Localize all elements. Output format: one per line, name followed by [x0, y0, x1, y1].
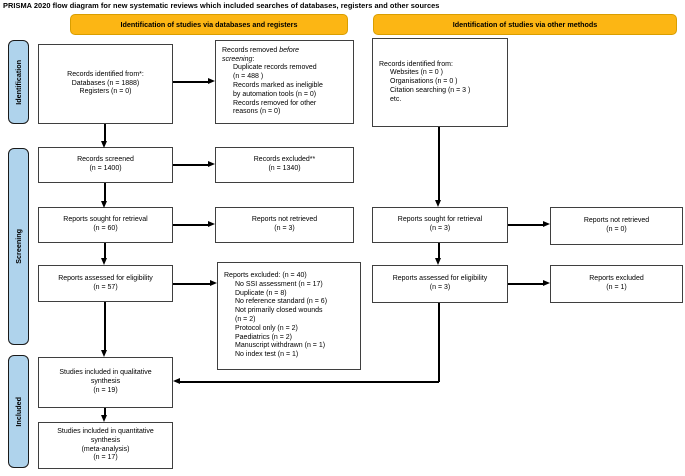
box-reports-assessed-databases-text: Reports assessed for eligibility (n = 57… [58, 274, 153, 291]
box-reports-not-retrieved-other-text: Reports not retrieved (n = 0) [583, 217, 650, 233]
arrow-assessed-to-excluded-reasons-line [173, 283, 210, 285]
list-item: Duplicate records removed (n = 488 ) [233, 64, 317, 81]
box-records-excluded-text: Records excluded** (n = 1340) [253, 156, 316, 172]
arrow-other-assessed-to-qualitative-hline [180, 381, 439, 383]
list-item: Organisations (n = 0 ) [390, 78, 458, 86]
box-studies-quantitative-text: Studies included in quantitative synthes… [57, 427, 154, 462]
box-reports-not-retrieved-databases: Reports not retrieved (n = 3) [215, 207, 354, 243]
box-studies-quantitative: Studies included in quantitative synthes… [38, 422, 173, 469]
box-reports-excluded-other: Reports excluded (n = 1) [550, 265, 683, 303]
list-item: No reference standard (n = 6) [235, 298, 328, 306]
arrow-assessed-to-qualitative-line [104, 302, 106, 351]
box-records-removed-intro: Records removed before screening: [222, 46, 300, 63]
arrow-qualitative-to-quantitative-head [101, 415, 107, 422]
header-databases-registers: Identification of studies via databases … [70, 14, 348, 35]
box-reports-assessed-other: Reports assessed for eligibility (n = 3) [372, 265, 508, 303]
box-records-removed: Records removed before screening: Duplic… [215, 40, 354, 124]
box-reports-sought-other: Reports sought for retrieval (n = 3) [372, 207, 508, 243]
box-reports-excluded-reasons: Reports excluded: (n = 40) No SSI assess… [217, 262, 361, 370]
box-records-screened-text: Records screened (n = 1400) [77, 156, 134, 172]
list-item: Duplicate (n = 8) [235, 289, 287, 297]
box-records-excluded: Records excluded** (n = 1340) [215, 147, 354, 183]
arrow-other-sought-to-not-retrieved-line [508, 224, 543, 226]
list-item: Websites (n = 0 ) [390, 69, 443, 77]
arrow-sought-to-not-retrieved-head [208, 221, 215, 227]
box-studies-qualitative: Studies included in qualitative synthesi… [38, 357, 173, 408]
arrow-identified-to-removed-head [208, 78, 215, 84]
box-reports-excluded-reasons-items: No SSI assessment (n = 17)Duplicate (n =… [224, 281, 357, 360]
sidebar-stage-screening: Screening [8, 148, 29, 345]
sidebar-stage-screening-label: Screening [14, 229, 23, 264]
box-reports-sought-databases: Reports sought for retrieval (n = 60) [38, 207, 173, 243]
sidebar-stage-included-label: Included [14, 396, 23, 427]
sidebar-stage-included: Included [8, 355, 29, 468]
arrow-assessed-to-qualitative-head [101, 350, 107, 357]
diagram-title: PRISMA 2020 flow diagram for new systema… [3, 1, 440, 10]
list-item: No SSI assessment (n = 17) [235, 280, 323, 288]
arrow-qualitative-to-quantitative-line [104, 408, 106, 416]
arrow-other-sought-to-assessed-line [438, 243, 440, 259]
box-records-identified-other: Records identified from: Websites (n = 0… [372, 38, 508, 127]
list-item: No index test (n = 1) [235, 351, 299, 359]
box-reports-not-retrieved-databases-text: Reports not retrieved (n = 3) [251, 216, 318, 232]
arrow-other-assessed-to-excluded-head [543, 280, 550, 286]
arrow-other-assessed-to-qualitative-vline [438, 303, 440, 382]
arrow-other-identified-to-sought-head [435, 200, 441, 207]
list-item: Citation searching (n = 3 ) [390, 86, 471, 94]
arrow-other-assessed-to-excluded-line [508, 283, 543, 285]
arrow-screened-to-excluded-line [173, 164, 208, 166]
arrow-other-sought-to-not-retrieved-head [543, 221, 550, 227]
box-reports-not-retrieved-other: Reports not retrieved (n = 0) [550, 207, 683, 245]
box-records-identified-other-items: Websites (n = 0 )Organisations (n = 0 )C… [379, 69, 504, 104]
list-item: Manuscript withdrawn (n = 1) [235, 342, 326, 350]
box-reports-excluded-other-text: Reports excluded (n = 1) [589, 275, 644, 291]
list-item: etc. [390, 95, 402, 103]
arrow-screened-to-excluded-head [208, 161, 215, 167]
box-reports-excluded-reasons-intro: Reports excluded: (n = 40) [224, 272, 307, 280]
arrow-sought-to-not-retrieved-line [173, 224, 208, 226]
list-item: Not primarily closed wounds (n = 2) [235, 307, 323, 323]
arrow-other-assessed-to-qualitative-head [173, 378, 180, 384]
list-item: Records marked as ineligible by automati… [233, 82, 323, 98]
box-reports-sought-other-text: Reports sought for retrieval (n = 3) [397, 216, 483, 232]
arrow-identified-to-screened-head [101, 141, 107, 148]
list-item: Paediatrics (n = 2) [235, 333, 292, 341]
box-records-identified-text: Records identified from*: Databases (n =… [67, 70, 144, 96]
box-reports-sought-databases-text: Reports sought for retrieval (n = 60) [63, 216, 148, 232]
arrow-sought-to-assessed-line [104, 243, 106, 259]
arrow-identified-to-screened-line [104, 124, 106, 142]
box-records-identified-other-intro: Records identified from: [379, 60, 453, 68]
sidebar-stage-identification-label: Identification [14, 59, 23, 105]
box-records-screened: Records screened (n = 1400) [38, 147, 173, 183]
arrow-other-identified-to-sought-line [438, 127, 440, 201]
sidebar-stage-identification: Identification [8, 40, 29, 124]
box-records-identified: Records identified from*: Databases (n =… [38, 44, 173, 124]
arrow-screened-to-sought-line [104, 183, 106, 202]
list-item: Protocol only (n = 2) [235, 324, 298, 332]
box-reports-assessed-other-text: Reports assessed for eligibility (n = 3) [392, 275, 488, 291]
box-records-removed-items: Duplicate records removed (n = 488 )Reco… [222, 64, 350, 117]
arrow-other-sought-to-assessed-head [435, 258, 441, 265]
arrow-sought-to-assessed-head [101, 258, 107, 265]
list-item: Records removed for other reasons (n = 0… [233, 99, 317, 116]
box-studies-qualitative-text: Studies included in qualitative synthesi… [59, 369, 152, 394]
arrow-assessed-to-excluded-reasons-head [210, 280, 217, 286]
header-other-methods: Identification of studies via other meth… [373, 14, 677, 35]
arrow-identified-to-removed-line [173, 81, 208, 83]
box-reports-assessed-databases: Reports assessed for eligibility (n = 57… [38, 265, 173, 302]
arrow-screened-to-sought-head [101, 201, 107, 208]
